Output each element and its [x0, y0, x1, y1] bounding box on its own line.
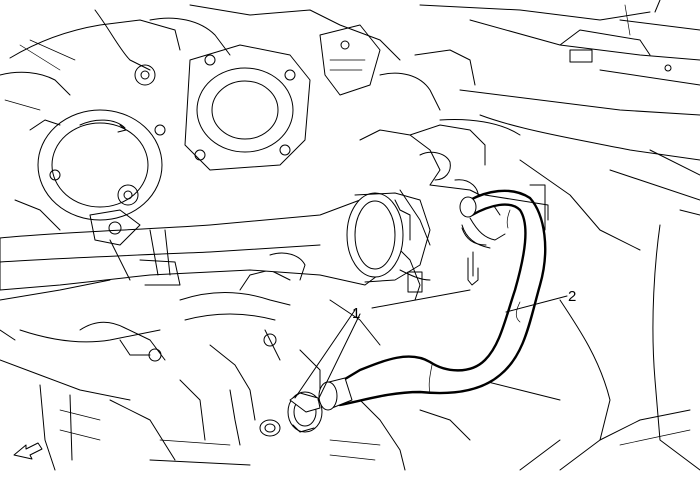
hose-clamps [287, 194, 549, 433]
leader-lines [294, 289, 568, 401]
intake-tube [0, 192, 431, 291]
callout-1-leader-c [371, 289, 471, 309]
callout-1-leader-a [294, 309, 356, 399]
callout-1-label: 1 [352, 305, 360, 322]
callout-1-leader-b [317, 313, 361, 401]
callout-2-leader [505, 295, 568, 313]
upper-hose-clamp [461, 227, 487, 286]
front-arrow-icon [13, 442, 43, 460]
callout-2-label: 2 [568, 288, 576, 305]
coolant-hose [318, 189, 547, 411]
lower-hose-clamp [287, 391, 323, 433]
